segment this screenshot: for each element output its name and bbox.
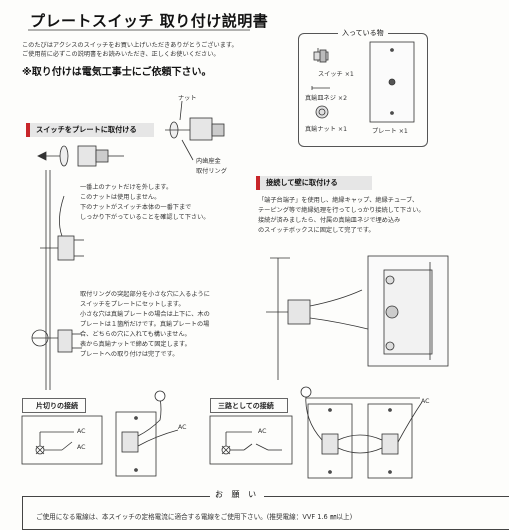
page-title: プレートスイッチ 取り付け説明書 xyxy=(30,12,269,30)
included-plate-label: プレート ×1 xyxy=(372,128,408,135)
step2-line-2: スイッチをプレートにセットします。 xyxy=(80,301,185,308)
connect-line-1: 「端子台端子」を使用し、絶縁キャップ、絶縁チューブ、 xyxy=(258,197,419,204)
step1-line-3: 下のナットがスイッチ本体の一番下まで xyxy=(80,204,192,211)
label-washer: 内歯座金 xyxy=(196,158,221,165)
intro-line-1: このたびはアクシスのスイッチをお買い上げいただきありがとうございます。 xyxy=(22,42,238,49)
single-pole-label-box xyxy=(22,398,86,413)
step1-switch-drawing xyxy=(40,195,84,261)
three-way-label: 三路としての接続 xyxy=(218,402,274,410)
step1-line-2: このナットは使用しません。 xyxy=(80,194,161,201)
three-ac-label: AC xyxy=(421,398,430,405)
step2-line-1: 取付リングの突起部分を小さな穴に入るように xyxy=(80,291,210,298)
label-ring: 取付リング xyxy=(196,168,227,175)
electrician-warning: ※取り付けは電気工事士にご依頼下さい。 xyxy=(22,67,212,78)
step2-line-7: プレートへの取り付けは完了です。 xyxy=(80,351,179,358)
included-screw-label: 真鍮皿ネジ ×2 xyxy=(305,95,348,102)
request-text: ご使用になる電線は、本スイッチの定格電流に適合する電線をご使用下さい。(推奨電線… xyxy=(36,513,353,521)
included-nut-label: 真鍮ナット ×1 xyxy=(305,126,348,133)
intro-line-2: ご使用前に必ずこの説明書をお読みいただき、正しくお使いください。 xyxy=(22,51,220,58)
single-schematic-ac-label-2: AC xyxy=(77,444,86,451)
three-way-label-box xyxy=(210,398,288,413)
section-mount-banner: スイッチをプレートに取付ける xyxy=(26,123,154,137)
step2-line-6: 表から真鍮ナットで締めて固定します。 xyxy=(80,341,191,348)
three-schematic-ac-label: AC xyxy=(258,428,267,435)
section-connect-banner: 接続して壁に取付ける xyxy=(256,176,372,190)
step1-line-4: しっかり下がっていることを確認して下さい。 xyxy=(80,214,210,221)
connect-line-2: テーピング等で絶縁処理を行ってしっかり接続して下さい。 xyxy=(258,207,425,214)
connect-line-3: 接続が済みましたら、付属の真鍮皿ネジで埋め込み xyxy=(258,217,401,224)
single-ac-label: AC xyxy=(178,424,187,431)
step2-line-5: 合、どちらの穴に入れても構いません。 xyxy=(80,331,191,338)
step2-line-4: プレートは１箇所だけです。真鍮プレートの場 xyxy=(80,321,210,328)
step1-line-1: 一番上のナットだけを外します。 xyxy=(80,184,173,191)
single-schematic-ac-label: AC xyxy=(77,428,86,435)
label-nut: ナット xyxy=(178,95,197,102)
included-items-title: 入っている物 xyxy=(338,28,388,38)
step2-line-3: 小さな穴は真鍮プレートの場合は上下に、木の xyxy=(80,311,210,318)
single-pole-label: 片切りの接続 xyxy=(36,402,78,410)
request-title: お 願 い xyxy=(210,489,265,500)
included-switch-label: スイッチ ×1 xyxy=(318,71,354,78)
wall-box-drawing xyxy=(266,255,449,380)
connect-line-4: のスイッチボックスに固定して完了です。 xyxy=(258,227,375,234)
step2-switch-drawing xyxy=(31,329,82,353)
